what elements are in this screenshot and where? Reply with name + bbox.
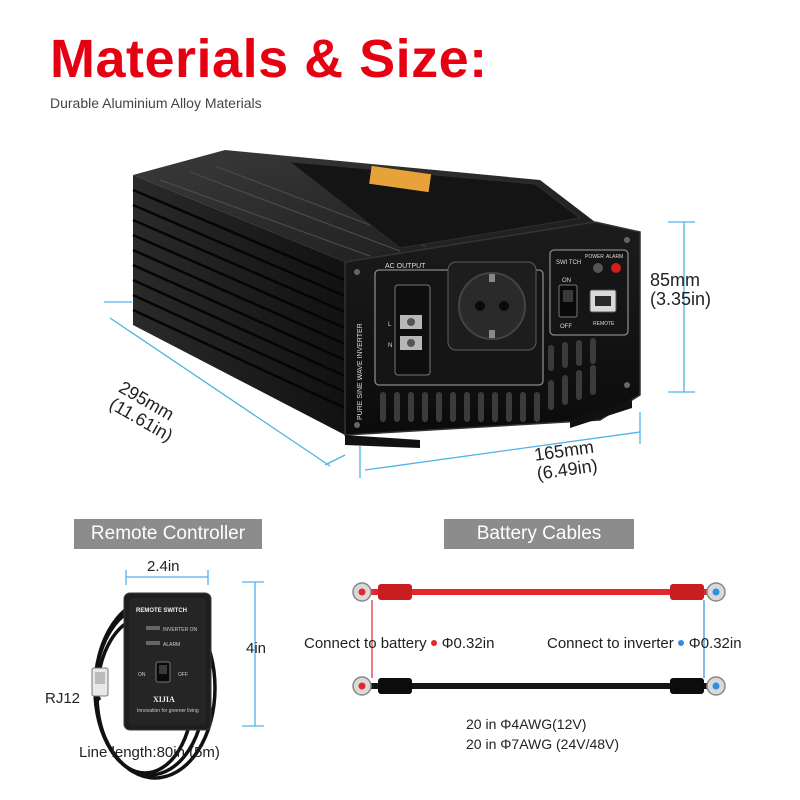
remote-height: 4in bbox=[246, 640, 267, 657]
remote-off-label: OFF bbox=[178, 672, 188, 678]
page-subtitle: Durable Aluminium Alloy Materials bbox=[50, 95, 262, 111]
red-battery-cable bbox=[352, 582, 726, 602]
front-vents bbox=[380, 338, 596, 422]
height-mm: 85mm bbox=[650, 270, 701, 290]
red-dot-icon bbox=[430, 640, 437, 647]
inverter-size: Φ0.32in bbox=[688, 635, 742, 652]
side-panel-text: PURE SINE WAVE INVERTER bbox=[357, 323, 364, 420]
line-length: Line length:80in (5m) bbox=[79, 744, 220, 761]
inverter-label: Connect to inverter bbox=[547, 635, 674, 652]
terminal-n-label: N bbox=[388, 343, 392, 349]
switch-on-label: ON bbox=[562, 278, 571, 284]
inverter-connection: Connect to inverter Φ0.32in bbox=[547, 635, 742, 652]
remote-device bbox=[123, 592, 212, 731]
terminal-l-label: L bbox=[388, 322, 392, 328]
remote-controller-label: Remote Controller bbox=[74, 519, 262, 549]
battery-connection: Connect to battery Φ0.32in bbox=[304, 635, 494, 652]
product-sticker bbox=[369, 165, 432, 193]
blue-dot-icon bbox=[677, 640, 684, 647]
switch-off-label: OFF bbox=[560, 324, 572, 330]
page-title: Materials & Size: bbox=[50, 29, 488, 89]
height-dimension: 85mm (3.35in) bbox=[650, 271, 711, 309]
remote-inverter-on-label: INVERTER ON bbox=[163, 627, 197, 633]
remote-on-label: ON bbox=[138, 672, 146, 678]
inverter-body bbox=[132, 150, 641, 448]
remote-brand: XIJIA bbox=[153, 695, 175, 704]
remote-heading: REMOTE SWITCH bbox=[136, 608, 187, 614]
remote-dimension-lines bbox=[125, 570, 264, 727]
switch-label: SWI TCH bbox=[556, 260, 581, 266]
battery-size: Φ0.32in bbox=[441, 635, 495, 652]
inverter-dimension-lines bbox=[104, 221, 695, 478]
power-label: POWER bbox=[585, 254, 604, 260]
alarm-led bbox=[611, 263, 621, 273]
cable-spec-12v: 20 in Φ4AWG(12V) bbox=[466, 716, 587, 732]
rj12-plug bbox=[91, 667, 109, 697]
height-in: (3.35in) bbox=[650, 289, 712, 309]
remote-alarm-label: ALARM bbox=[163, 642, 180, 648]
battery-cables-label: Battery Cables bbox=[444, 519, 634, 549]
ac-socket bbox=[447, 261, 537, 351]
remote-label: REMOTE bbox=[593, 321, 615, 327]
black-battery-cable bbox=[352, 676, 726, 696]
heat-sink-fins bbox=[132, 188, 346, 410]
remote-width: 2.4in bbox=[147, 558, 180, 575]
battery-label: Connect to battery bbox=[304, 635, 427, 652]
power-led bbox=[593, 263, 603, 273]
remote-slogan: Innovation for greener living bbox=[137, 708, 199, 714]
alarm-label: ALARM bbox=[606, 254, 623, 260]
ac-output-label: AC OUTPUT bbox=[385, 263, 426, 270]
rj12-label: RJ12 bbox=[45, 690, 81, 707]
cable-spec-24v: 20 in Φ7AWG (24V/48V) bbox=[466, 736, 620, 752]
